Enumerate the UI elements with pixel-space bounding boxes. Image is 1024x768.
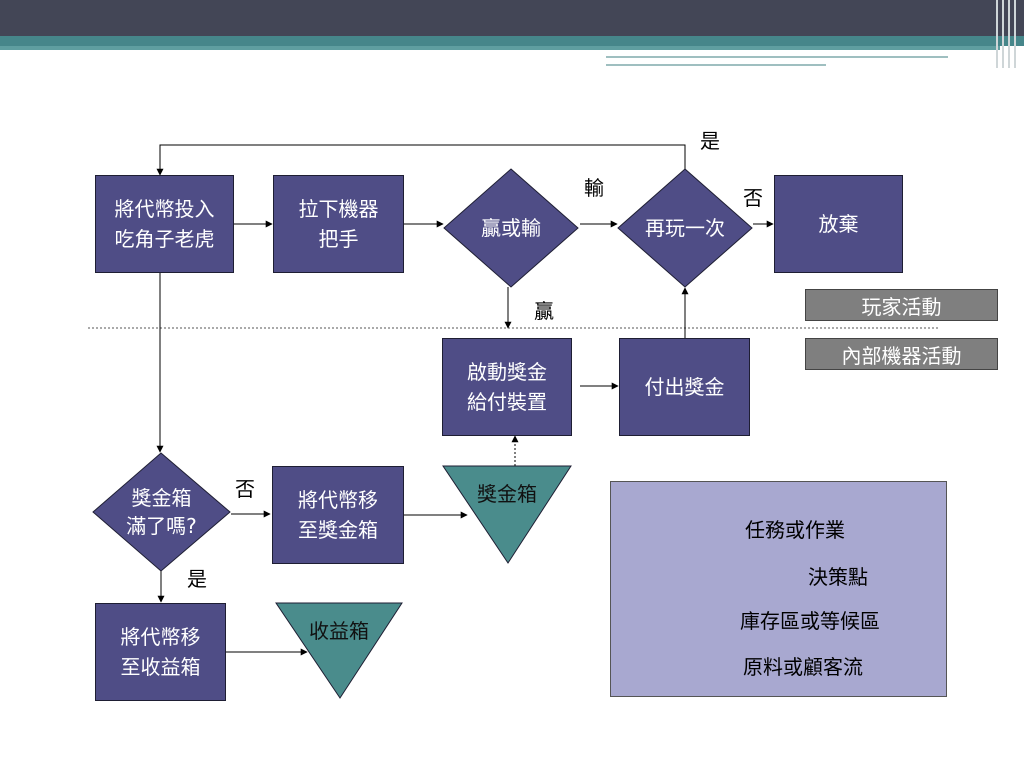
- header-stripe: [1014, 0, 1016, 68]
- legend-task-label: 任務或作業: [745, 518, 845, 542]
- decision-prize-box-full-label: 獎金箱 滿了嗎?: [126, 486, 197, 538]
- legend-panel: [610, 481, 947, 697]
- task-give-up: 放棄: [774, 175, 903, 273]
- decision-win-or-lose-label: 贏或輸: [481, 216, 541, 240]
- edge-label-full-yes: 是: [187, 567, 207, 591]
- task-insert-token: 將代幣投入 吃角子老虎: [95, 175, 234, 273]
- inventory-revenue-box-label: 收益箱: [309, 619, 369, 643]
- header-accent-bar: [0, 36, 1024, 46]
- tag-machine-activity: 內部機器活動: [805, 338, 998, 370]
- header-stripe: [1002, 0, 1004, 68]
- header-deco-line: [606, 64, 826, 66]
- task-move-to-revenue-box: 將代幣移 至收益箱: [95, 603, 226, 701]
- edge-label-lose: 輸: [584, 176, 604, 200]
- task-start-payout: 啟動獎金 給付裝置: [442, 338, 572, 436]
- header-bar: [0, 0, 1024, 36]
- legend-inventory-label: 庫存區或等候區: [740, 609, 880, 633]
- header-stripe: [996, 0, 998, 68]
- inventory-revenue-box: [275, 602, 403, 699]
- header-stripe: [1008, 0, 1010, 68]
- inventory-prize-box: [442, 465, 572, 564]
- task-pay-out: 付出獎金: [619, 338, 750, 436]
- decision-win-or-lose: [443, 168, 579, 288]
- header-deco-line: [606, 56, 948, 58]
- legend-decision-label: 決策點: [808, 565, 868, 589]
- edge-label-yes-loop: 是: [700, 129, 720, 153]
- edge-label-full-no: 否: [235, 477, 255, 501]
- tag-player-activity: 玩家活動: [805, 289, 998, 321]
- task-move-to-prize-box: 將代幣移 至獎金箱: [272, 466, 404, 564]
- decision-play-again: [617, 168, 753, 288]
- header-accent-line: [0, 46, 1000, 50]
- edge-label-give-up-no: 否: [743, 186, 763, 210]
- decision-play-again-label: 再玩一次: [645, 216, 725, 240]
- legend-flow-label: 原料或顧客流: [743, 655, 863, 679]
- arrow-yes-loop-back: [156, 144, 686, 176]
- inventory-prize-box-label: 獎金箱: [477, 482, 537, 506]
- edge-label-win: 贏: [534, 299, 554, 323]
- task-pull-lever: 拉下機器 把手: [273, 175, 404, 273]
